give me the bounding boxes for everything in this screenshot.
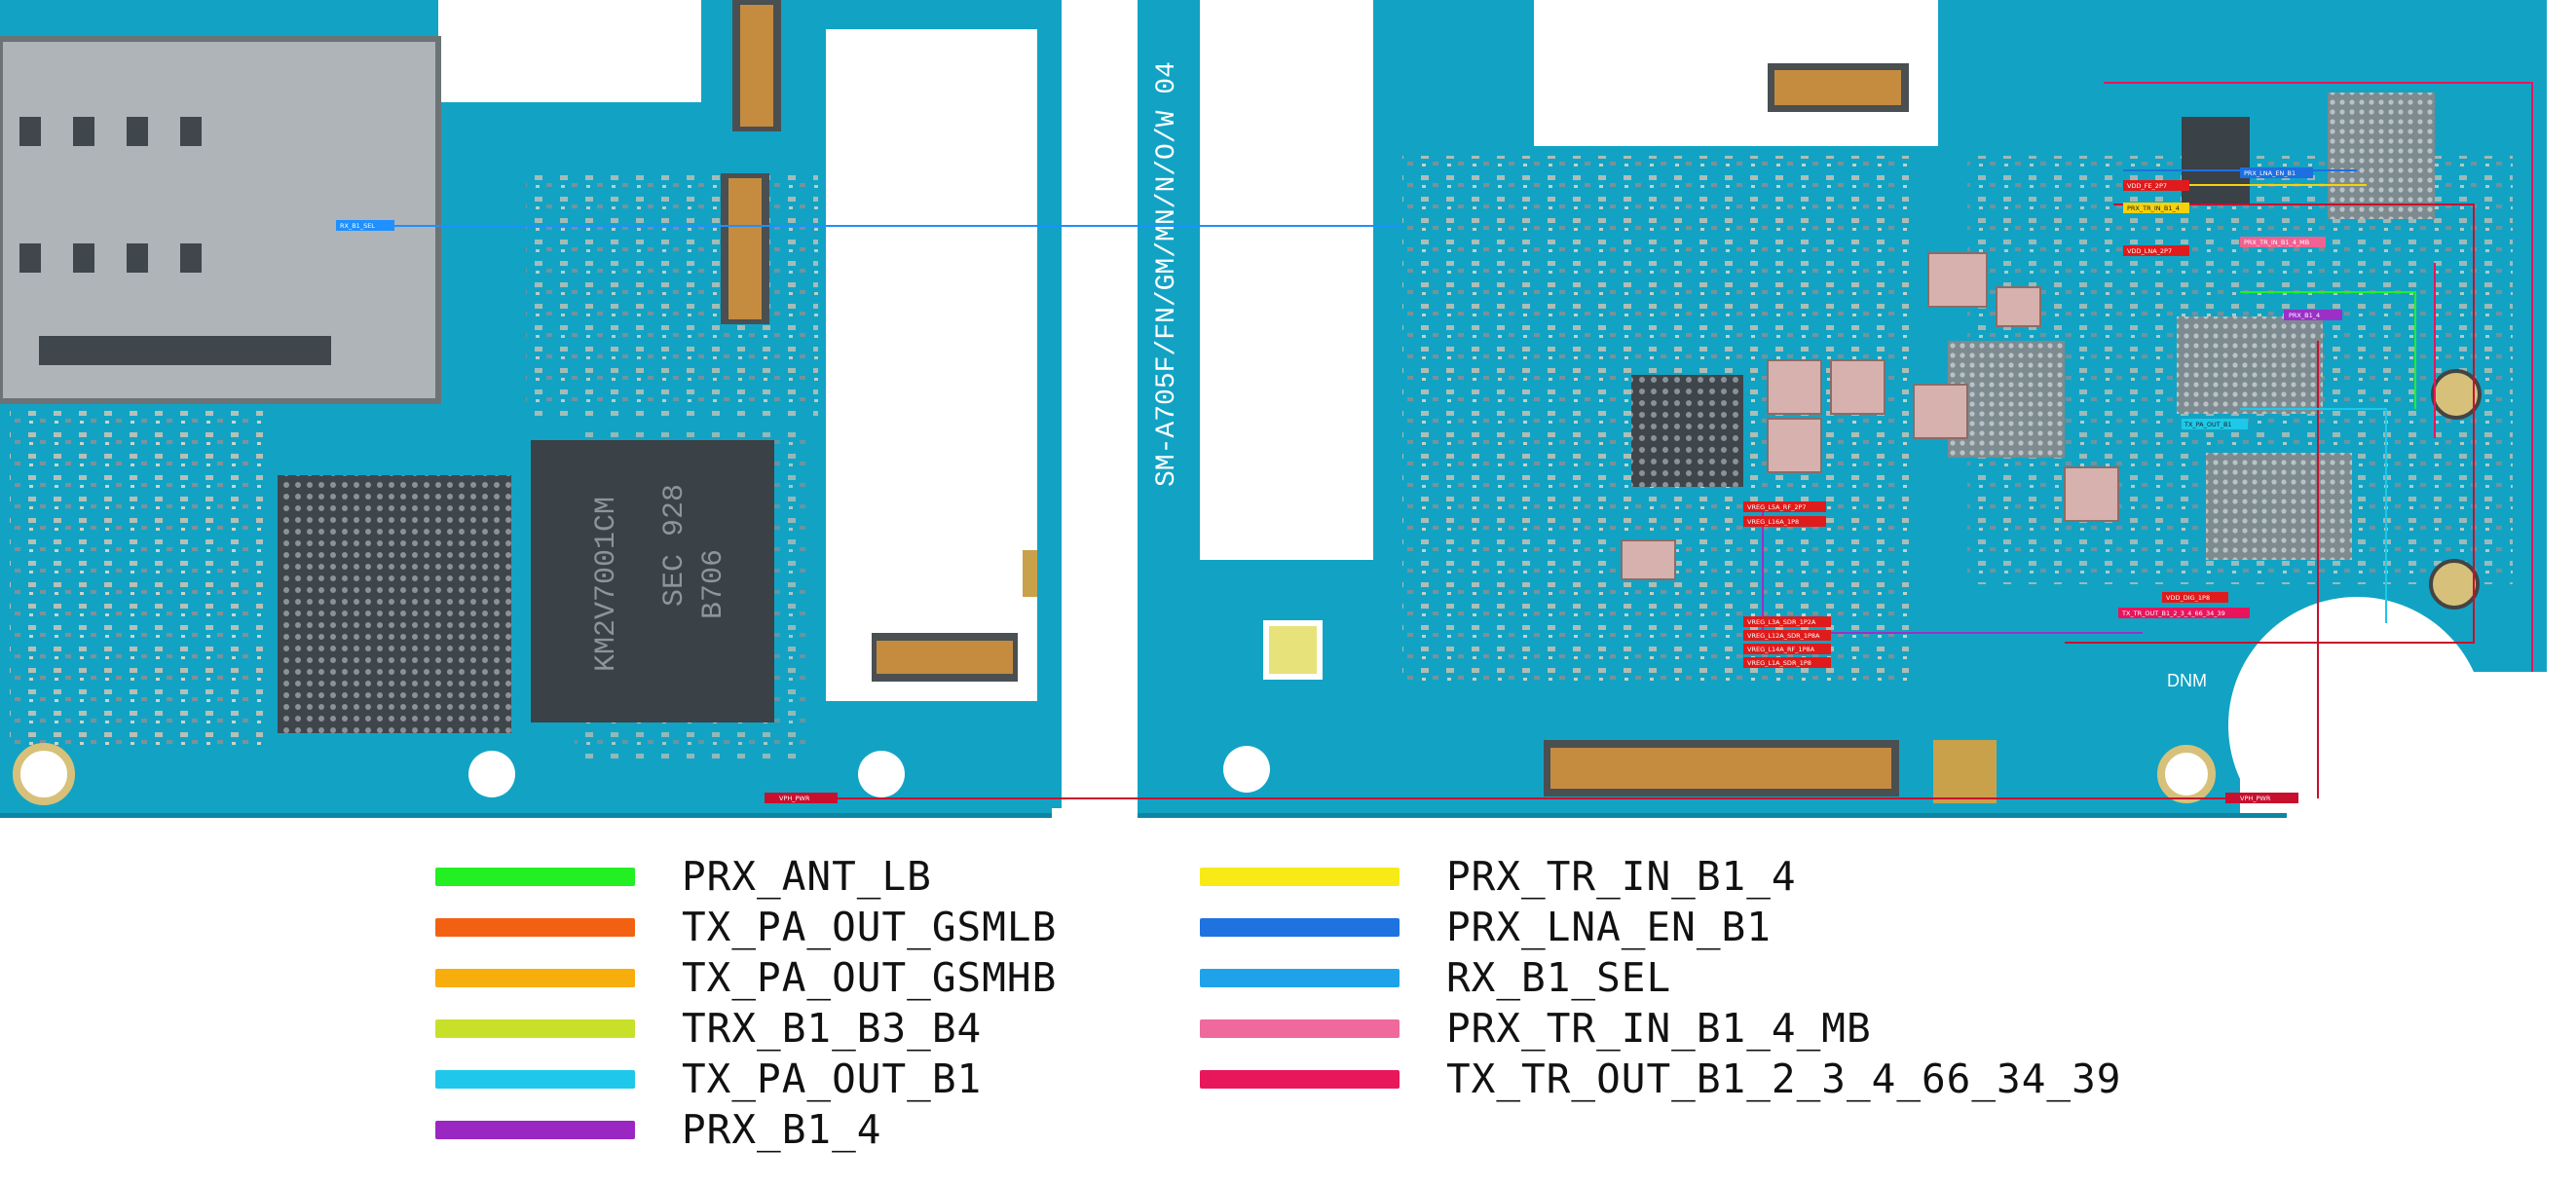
legend-label: TX_PA_OUT_B1 <box>682 1055 983 1102</box>
legend-item: PRX_TR_IN_B1_4 <box>1200 853 1797 900</box>
legend-label: TRX_B1_B3_B4 <box>682 1005 983 1052</box>
net-tag: PRX_B1_4 <box>2289 312 2320 319</box>
legend-label: TX_TR_OUT_B1_2_3_4_66_34_39 <box>1446 1055 2122 1102</box>
flash-pad <box>1263 620 1323 680</box>
legend-label: TX_PA_OUT_GSMHB <box>682 954 1058 1001</box>
legend-item: TX_PA_OUT_GSMHB <box>435 954 1057 1001</box>
antenna-connector <box>2431 369 2482 420</box>
net-tag: RX_B1_SEL <box>340 222 375 230</box>
legend-swatch <box>1200 917 1400 937</box>
net-tag: TX_TR_OUT_B1_2_3_4_66_34_39 <box>2121 610 2225 617</box>
legend-swatch <box>1200 968 1400 987</box>
legend-label: PRX_ANT_LB <box>682 853 932 900</box>
ic-grid <box>2182 117 2250 204</box>
net-tag: VREG_L1A_SDR_1P8 <box>1747 659 1811 667</box>
net-tag: VPH_PWR <box>779 795 810 802</box>
legend-item: TRX_B1_B3_B4 <box>435 1005 982 1052</box>
pcb-board-diagram: SEC 928 B706 KM2V7001CM <box>0 0 2547 818</box>
antenna-connector <box>2429 559 2480 610</box>
legend-item: PRX_LNA_EN_B1 <box>1200 904 1772 950</box>
pa-module <box>2206 453 2352 560</box>
memory-chip <box>531 440 774 722</box>
transceiver-bga <box>1631 375 1743 487</box>
legend: PRX_ANT_LB TX_PA_OUT_GSMLB TX_PA_OUT_GSM… <box>0 853 2576 1185</box>
signal-traces <box>375 82 2533 799</box>
legend-swatch <box>1200 867 1400 886</box>
net-tag: VREG_L12A_SDR_1P8A <box>1747 632 1820 640</box>
legend-label: PRX_B1_4 <box>682 1106 882 1153</box>
net-tag: VREG_L16A_1P8 <box>1747 518 1799 526</box>
legend-label: PRX_TR_IN_B1_4 <box>1446 853 1797 900</box>
net-tag: PRX_LNA_EN_B1 <box>2244 169 2296 177</box>
legend-label: PRX_TR_IN_B1_4_MB <box>1446 1005 1872 1052</box>
legend-item: TX_TR_OUT_B1_2_3_4_66_34_39 <box>1200 1055 2121 1102</box>
rf-module <box>2177 316 2323 414</box>
net-tag-group: RX_B1_SEL VPH_PWR VPH_PWR VDD_FE_2P7 PRX… <box>336 167 2342 803</box>
net-tag: VREG_L5A_RF_2P7 <box>1747 503 1807 511</box>
chip-label: B706 <box>697 549 730 619</box>
ic-grid <box>2328 93 2435 219</box>
legend-item: PRX_ANT_LB <box>435 853 932 900</box>
net-tag: VDD_FE_2P7 <box>2127 182 2167 190</box>
board-mark: DNM <box>2167 671 2207 690</box>
net-tag: VDD_LNA_2P7 <box>2127 247 2172 255</box>
legend-swatch <box>435 917 635 937</box>
chip-label: SEC 928 <box>658 484 691 607</box>
net-tag: VREG_L3A_SDR_1P2A <box>1747 618 1816 626</box>
legend-label: RX_B1_SEL <box>1446 954 1672 1001</box>
board-model-label: SM-A705F/FN/GM/MN/N/O/W 04 <box>1152 61 1182 487</box>
legend-swatch <box>1200 1069 1400 1089</box>
legend-item: PRX_B1_4 <box>435 1106 881 1153</box>
chip-label: KM2V7001CM <box>590 497 623 672</box>
legend-swatch <box>435 1120 635 1139</box>
legend-label: TX_PA_OUT_GSMLB <box>682 904 1058 950</box>
net-tag: PRX_TR_IN_B1_4 <box>2127 204 2180 212</box>
legend-label: PRX_LNA_EN_B1 <box>1446 904 1772 950</box>
legend-item: TX_PA_OUT_B1 <box>435 1055 982 1102</box>
left-board: SEC 928 B706 KM2V7001CM <box>0 0 1091 818</box>
net-tag: TX_PA_OUT_B1 <box>2184 421 2232 428</box>
legend-item: PRX_TR_IN_B1_4_MB <box>1200 1005 1872 1052</box>
legend-swatch <box>435 968 635 987</box>
legend-swatch <box>435 867 635 886</box>
net-tag: PRX_TR_IN_B1_4_MB <box>2244 239 2309 246</box>
legend-swatch <box>1200 1018 1400 1038</box>
net-tag: VPH_PWR <box>2240 795 2271 802</box>
processor-bga <box>278 475 511 733</box>
legend-item: RX_B1_SEL <box>1200 954 1671 1001</box>
net-tag: VDD_DIG_1P8 <box>2166 594 2210 602</box>
legend-swatch <box>435 1018 635 1038</box>
legend-item: TX_PA_OUT_GSMLB <box>435 904 1057 950</box>
legend-swatch <box>435 1069 635 1089</box>
net-tag: VREG_L14A_RF_1P8A <box>1747 646 1815 653</box>
